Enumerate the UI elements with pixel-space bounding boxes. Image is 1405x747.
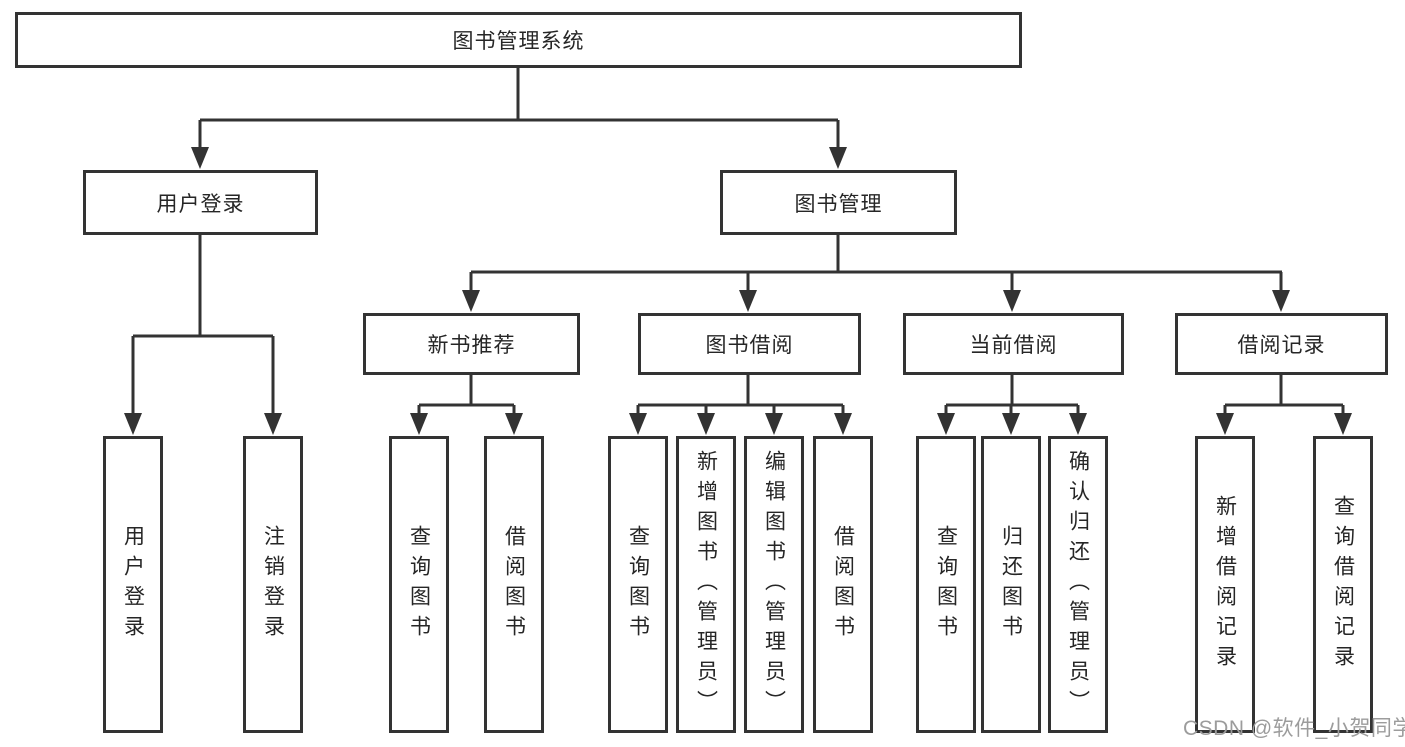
leaf-query-books-current: 查询图书: [916, 436, 976, 733]
leaf-edit-books-admin: 编辑图书（管理员）: [744, 436, 804, 733]
leaf-user-login: 用户登录: [103, 436, 163, 733]
node-label: 图书借阅: [705, 334, 794, 357]
node-label: 图书管理: [794, 192, 883, 216]
node-label: 编辑图书（管理员）: [762, 449, 786, 720]
node-label: 用户登录: [156, 192, 245, 216]
node-label: 注销登录: [261, 524, 285, 645]
node-label: 当前借阅: [969, 334, 1058, 357]
csdn-watermark: CSDN @软件_小贺同学: [1183, 717, 1405, 740]
node-root-system: 图书管理系统: [15, 12, 1022, 68]
node-label: 借阅图书: [502, 524, 526, 645]
node-label: 新增借阅记录: [1213, 494, 1237, 675]
leaf-query-borrow-record: 查询借阅记录: [1313, 436, 1373, 733]
node-label: 确认归还（管理员）: [1066, 449, 1090, 720]
node-new-book-recommend: 新书推荐: [363, 313, 580, 375]
node-label: 查询借阅记录: [1331, 494, 1355, 675]
node-current-borrow: 当前借阅: [903, 313, 1124, 375]
leaf-return-books: 归还图书: [981, 436, 1041, 733]
node-label: 借阅图书: [831, 524, 855, 645]
leaf-query-books-borrow: 查询图书: [608, 436, 668, 733]
arrowheads: [124, 147, 1352, 435]
node-user-login-module: 用户登录: [83, 170, 318, 235]
node-label: 新增图书（管理员）: [694, 449, 718, 720]
leaf-query-books-recommend: 查询图书: [389, 436, 449, 733]
node-borrow-records: 借阅记录: [1175, 313, 1388, 375]
node-book-borrow: 图书借阅: [638, 313, 861, 375]
node-label: 归还图书: [999, 524, 1023, 645]
leaf-borrow-books-recommend: 借阅图书: [484, 436, 544, 733]
node-book-management-module: 图书管理: [720, 170, 957, 235]
node-label: 新书推荐: [427, 334, 516, 357]
node-label: 查询图书: [934, 524, 958, 645]
node-label: 借阅记录: [1237, 334, 1326, 357]
leaf-logout: 注销登录: [243, 436, 303, 733]
node-label: 图书管理系统: [452, 30, 585, 53]
node-label: 查询图书: [407, 524, 431, 645]
leaf-add-books-admin: 新增图书（管理员）: [676, 436, 736, 733]
node-label: 用户登录: [121, 524, 145, 645]
leaf-confirm-return-admin: 确认归还（管理员）: [1048, 436, 1108, 733]
node-label: 查询图书: [626, 524, 650, 645]
leaf-add-borrow-record: 新增借阅记录: [1195, 436, 1255, 733]
leaf-borrow-books: 借阅图书: [813, 436, 873, 733]
